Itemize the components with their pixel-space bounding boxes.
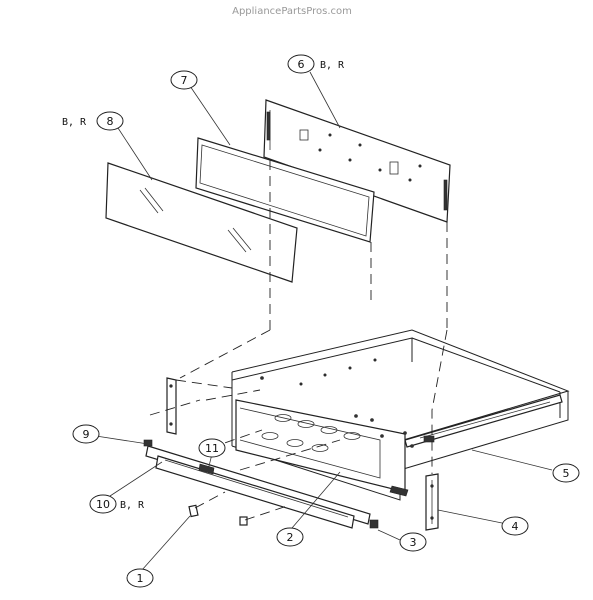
- callout-3: 3: [399, 532, 427, 552]
- left-bracket: [166, 377, 177, 435]
- callout-9: 9: [72, 424, 100, 444]
- watermark-text: AppliancePartsPros.com: [232, 6, 352, 17]
- drawer-body: [231, 329, 570, 501]
- callout-6-label: 6: [298, 58, 305, 71]
- callout-6: 6 B, R: [287, 54, 345, 74]
- callout-10-note: B, R: [120, 500, 145, 511]
- screw-small: [239, 516, 248, 526]
- callout-2-label: 2: [287, 531, 294, 544]
- callout-11-label: 11: [205, 442, 219, 455]
- glass-panel-part-8: [105, 162, 298, 283]
- leader-lines: [95, 71, 553, 571]
- callout-6-note: B, R: [320, 60, 345, 71]
- callout-4: 4: [501, 516, 529, 536]
- callout-5: 5: [552, 463, 580, 483]
- callout-10-label: 10: [96, 498, 110, 511]
- callout-8-label: 8: [107, 115, 114, 128]
- callout-11: 11: [198, 438, 226, 458]
- callout-7-label: 7: [181, 74, 188, 87]
- back-panel-part-6: [263, 99, 451, 223]
- callout-8-note: B, R: [62, 117, 87, 128]
- bracket-part-4: [425, 473, 439, 531]
- callout-8: 8 B, R: [62, 111, 124, 131]
- callout-10: 10 B, R: [89, 494, 145, 514]
- callout-5-label: 5: [563, 467, 570, 480]
- callout-1-label: 1: [137, 572, 144, 585]
- front-trim-part-10: [143, 439, 379, 529]
- callout-9-label: 9: [83, 428, 90, 441]
- callout-7: 7: [170, 70, 198, 90]
- callout-2: 2: [276, 527, 304, 547]
- callout-4-label: 4: [512, 520, 519, 533]
- gasket-frame-part-7: [195, 137, 375, 243]
- callout-1: 1: [126, 568, 154, 588]
- callout-3-label: 3: [410, 536, 417, 549]
